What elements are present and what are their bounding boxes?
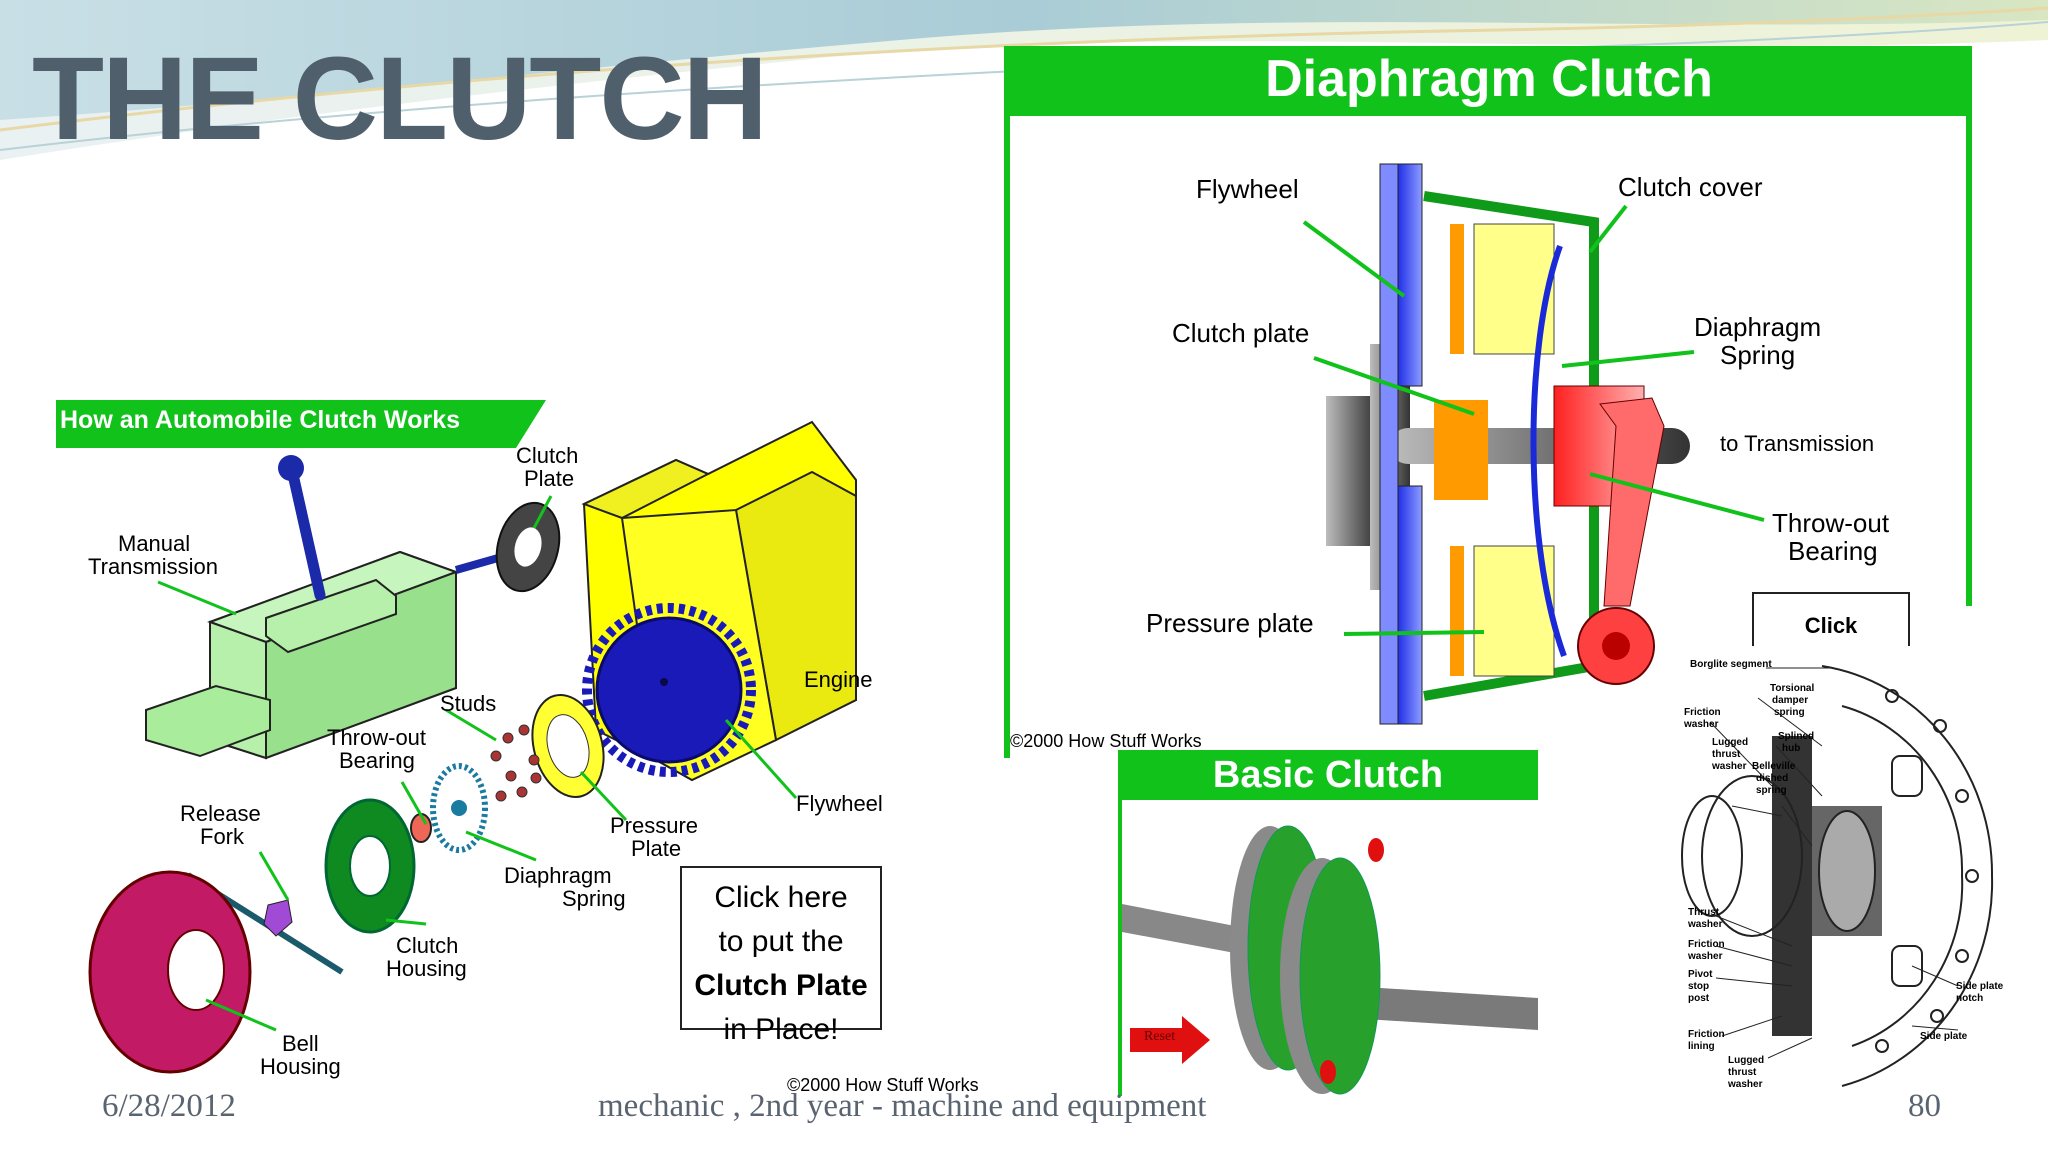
- label-diaphragm-spring-1: Diaphragm: [504, 863, 612, 888]
- sec-splined-1: Splined: [1778, 731, 1815, 742]
- click-box-line4: in Place!: [723, 1013, 839, 1046]
- footer-course: mechanic , 2nd year - machine and equipm…: [598, 1088, 1207, 1124]
- sec-friction-lining-1: Friction: [1688, 1029, 1725, 1040]
- click-box-line2: to put the: [718, 925, 844, 958]
- sec-friction2-1: Friction: [1688, 939, 1725, 950]
- how-clutch-title: How an Automobile Clutch Works: [60, 406, 461, 434]
- label-clutch-plate-2: Plate: [524, 466, 575, 491]
- sec-side-plate: Side plate: [1920, 1031, 1968, 1042]
- how-clutch-panel: How an Automobile Clutch Works: [56, 400, 1000, 1100]
- basic-reset-button[interactable]: Reset: [1144, 1029, 1176, 1044]
- click-to-place-button[interactable]: Click here to put the Clutch Plate in Pl…: [680, 866, 882, 1045]
- section-drawing-panel: Borglite segment Torsional damper spring…: [1672, 646, 2004, 1094]
- sec-lugged2-2: thrust: [1728, 1067, 1757, 1078]
- sec-belleville-2: dished: [1756, 773, 1789, 784]
- diaphragm-label-throw-out-2: Bearing: [1788, 536, 1878, 566]
- diaphragm-label-spring-1: Diaphragm: [1694, 312, 1822, 342]
- diaphragm-label-to-transmission: to Transmission: [1720, 431, 1875, 456]
- sec-friction-lining-2: lining: [1688, 1041, 1715, 1052]
- diaphragm-label-pressure-plate: Pressure plate: [1146, 608, 1314, 638]
- sec-thrust-1: Thrust: [1688, 907, 1720, 918]
- label-clutch-housing-2: Housing: [386, 956, 467, 981]
- footer-date: 6/28/2012: [102, 1088, 236, 1124]
- footer-page-number: 80: [1908, 1088, 1941, 1124]
- label-bell-housing-1: Bell: [282, 1031, 319, 1056]
- diaphragm-label-clutch-cover: Clutch cover: [1618, 172, 1763, 202]
- diaphragm-copyright: ©2000 How Stuff Works: [1010, 731, 1202, 751]
- sec-torsional-1: Torsional: [1770, 683, 1815, 694]
- sec-friction-washer-1: Friction: [1684, 707, 1721, 718]
- slide-title: THE CLUTCH: [32, 33, 768, 165]
- diaphragm-frame-right: [1966, 46, 1972, 606]
- sec-side-notch-2: notch: [1956, 993, 1984, 1004]
- sec-pivot-2: stop: [1688, 981, 1710, 992]
- label-manual-transmission-1: Manual: [118, 531, 191, 556]
- flywheel-gear: [582, 603, 756, 777]
- sec-splined-2: hub: [1782, 743, 1801, 754]
- sec-belleville-3: spring: [1756, 785, 1787, 796]
- sec-lugged2-1: Lugged: [1728, 1055, 1765, 1066]
- label-manual-transmission-2: Transmission: [88, 554, 218, 579]
- sec-torsional-2: damper: [1772, 695, 1809, 706]
- label-diaphragm-spring-2: Spring: [562, 886, 626, 911]
- label-clutch-housing-1: Clutch: [396, 933, 459, 958]
- diaphragm-label-throw-out-1: Throw-out: [1772, 508, 1890, 538]
- sec-friction-washer-2: washer: [1684, 719, 1719, 730]
- diaphragm-label-spring-2: Spring: [1720, 340, 1796, 370]
- sec-lugged-2: thrust: [1712, 749, 1741, 760]
- how-clutch-banner: [56, 400, 546, 448]
- reset-arrow-icon: [1130, 1016, 1210, 1064]
- sec-lugged2-3: washer: [1728, 1079, 1763, 1090]
- diaphragm-cross-section: [1302, 163, 1765, 725]
- how-clutch-copyright: ©2000 How Stuff Works: [787, 1075, 979, 1095]
- sec-torsional-3: spring: [1774, 707, 1805, 718]
- click-box-line3: Clutch Plate: [694, 969, 868, 1002]
- sec-borglite: Borglite segment: [1690, 659, 1772, 670]
- sec-lugged-1: Lugged: [1712, 737, 1749, 748]
- label-pressure-plate-1: Pressure: [610, 813, 699, 838]
- diaphragm-click-label: Click: [1804, 613, 1858, 638]
- label-bell-housing-2: Housing: [260, 1054, 341, 1079]
- clutch-plate-section-drawing: [1681, 665, 1994, 1087]
- sec-pivot-3: post: [1688, 993, 1710, 1004]
- sec-belleville-1: Belleville: [1752, 761, 1796, 772]
- basic-clutch-panel: Basic Clutch Reset: [1118, 750, 1538, 1096]
- label-flywheel: Flywheel: [796, 791, 883, 816]
- sec-side-notch-1: Side plate: [1956, 981, 2004, 992]
- diaphragm-clutch-banner: Diaphragm Clutch: [1006, 46, 1972, 116]
- exploded-clutch-illustration: [88, 420, 857, 1074]
- label-release-fork-1: Release: [180, 801, 261, 826]
- label-pressure-plate-2: Plate: [631, 836, 682, 861]
- sec-lugged-3: washer: [1712, 761, 1747, 772]
- sec-friction2-2: washer: [1688, 951, 1723, 962]
- label-release-fork-2: Fork: [200, 824, 244, 849]
- diaphragm-label-flywheel: Flywheel: [1196, 174, 1299, 204]
- label-engine: Engine: [804, 667, 873, 692]
- basic-clutch-animation: [1122, 825, 1538, 1095]
- basic-frame-left: [1118, 750, 1122, 1096]
- basic-clutch-banner: Basic Clutch: [1118, 750, 1538, 800]
- click-box-line1: Click here: [714, 881, 848, 914]
- diaphragm-clutch-panel: Diaphragm Clutch: [1004, 46, 1972, 758]
- label-throw-out-1: Throw-out: [327, 725, 427, 750]
- diaphragm-label-clutch-plate: Clutch plate: [1172, 318, 1310, 348]
- sec-thrust-2: washer: [1688, 919, 1723, 930]
- label-studs: Studs: [440, 691, 497, 716]
- label-clutch-plate-1: Clutch: [516, 443, 579, 468]
- sec-pivot-1: Pivot: [1688, 969, 1713, 980]
- diaphragm-frame-left: [1004, 46, 1010, 758]
- label-throw-out-2: Bearing: [339, 748, 415, 773]
